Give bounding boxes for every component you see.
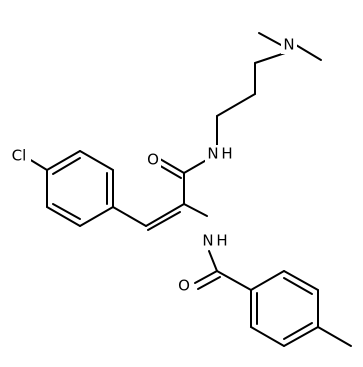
atom-label-h-top: H	[221, 145, 232, 163]
bond-ring1-5b	[52, 203, 81, 220]
bond-ring1-3	[46, 150, 81, 171]
atom-label-n-bottom: N	[202, 232, 213, 250]
atom-label-layer: Cl N N H O N H O	[7, 36, 297, 295]
bond-carbonyl-ring	[216, 270, 252, 291]
atom-n-dimethyl: N	[281, 36, 297, 54]
bond-co-bottom-b	[197, 276, 221, 290]
atom-o-top: O	[145, 151, 161, 169]
bond-co-top-a	[159, 158, 185, 174]
bond-alpha-nh	[183, 203, 208, 217]
atom-label-n-dimethyl: N	[283, 36, 294, 54]
bond-ring2-2	[250, 270, 285, 291]
bond-ring1-cl	[28, 158, 48, 171]
atom-label-o-top: O	[147, 151, 159, 169]
bond-alkene-b	[147, 211, 181, 231]
atom-label-o-bottom: O	[178, 277, 190, 295]
bond-vinyl-ring	[112, 206, 147, 227]
bond-ring1-6	[79, 206, 114, 227]
bond-ring1-5	[46, 206, 81, 227]
bond-ring2-3b	[283, 277, 313, 295]
atom-label-n-top: N	[207, 145, 218, 163]
atom-label-h-bottom: H	[216, 232, 227, 250]
bond-ring1-3b	[52, 157, 81, 175]
bond-ring2-6	[250, 326, 285, 347]
bond-nme-methyl-left	[258, 32, 282, 46]
bond-ring2-methyl	[317, 326, 352, 347]
bond-layer	[28, 32, 352, 347]
atom-nh-top: N H	[205, 145, 235, 163]
bond-ring1-2	[79, 150, 114, 171]
bond-alkene-a	[145, 203, 185, 227]
bond-co-bottom-a	[194, 270, 218, 284]
atom-cl: Cl	[7, 147, 31, 165]
atom-nh-bottom: N H	[200, 232, 230, 250]
atom-label-cl: Cl	[12, 147, 27, 165]
bond-ring2-5	[283, 326, 319, 347]
bond-chain-2	[216, 93, 256, 117]
bond-nh-carbonyl	[208, 250, 218, 272]
bond-ring2-5b	[283, 322, 313, 340]
bond-nme-methyl-right	[295, 44, 322, 61]
atom-o-bottom: O	[176, 277, 192, 295]
bond-ring2-3	[283, 270, 319, 291]
